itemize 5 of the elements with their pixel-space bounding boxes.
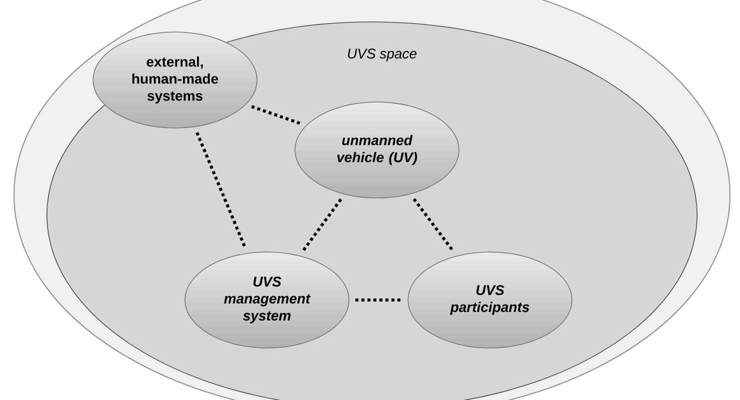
dotted-line [412,198,454,252]
dotted-line [251,105,301,125]
dotted-line [355,298,402,302]
dotted-line [196,132,246,248]
dotted-line [302,198,342,252]
